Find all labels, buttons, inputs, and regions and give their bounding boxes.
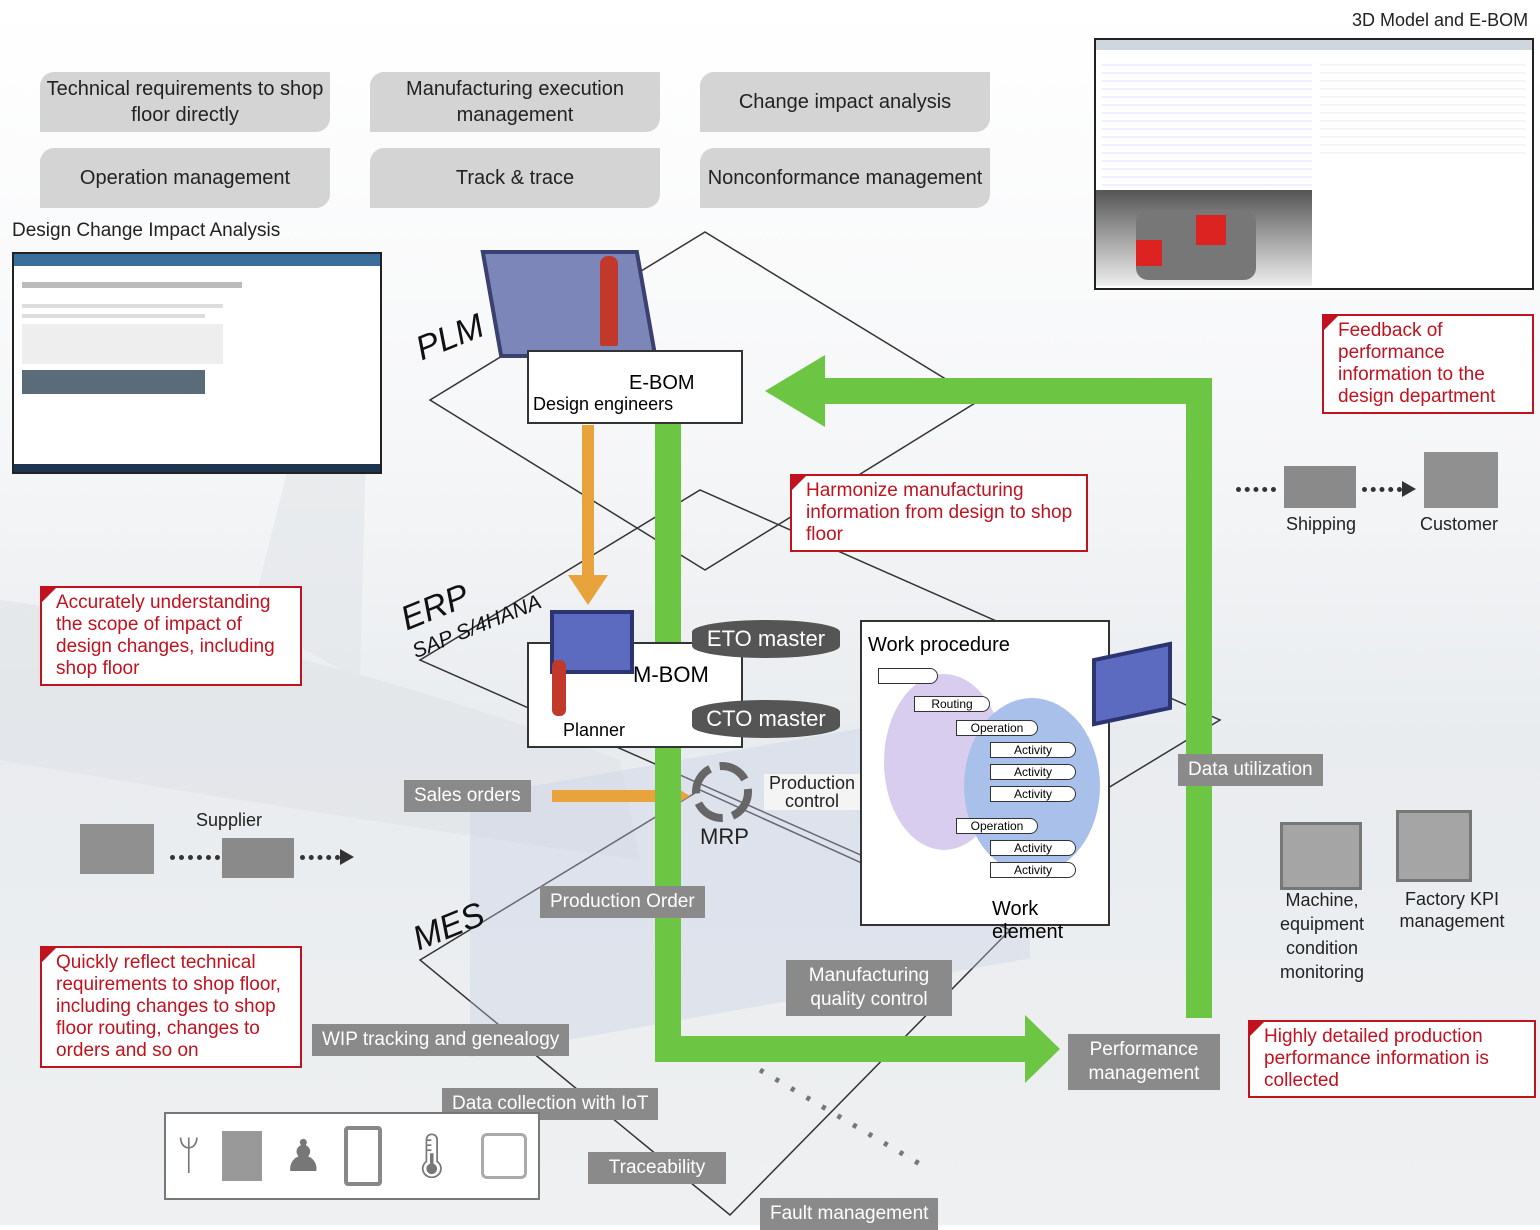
activity-node-1: Activity xyxy=(990,742,1076,758)
production-control-label: Production control xyxy=(764,774,860,810)
cto-master-db: CTO master xyxy=(692,700,840,738)
work-procedure-panel: Work procedure Routing Operation Activit… xyxy=(860,620,1110,943)
sales-orders-tag: Sales orders xyxy=(404,780,531,812)
data-utilization-tag: Data utilization xyxy=(1178,754,1323,786)
mbom-label: M-BOM xyxy=(633,662,709,687)
supplier-truck-icon xyxy=(222,838,294,878)
detailed-note: Highly detailed production performance i… xyxy=(1248,1020,1536,1098)
supplier-arrowhead-icon xyxy=(340,849,354,865)
machine-monitoring-icon xyxy=(1280,822,1362,890)
erp-platform xyxy=(418,489,1222,891)
scope-note: Accurately understanding the scope of im… xyxy=(40,586,302,686)
smartphone-icon xyxy=(344,1126,383,1186)
iot-icons-panel: ᛘ ♟ 🌡 xyxy=(164,1112,540,1200)
rfid-icon xyxy=(481,1133,528,1179)
root-node xyxy=(878,668,938,684)
ebom-screen-title: 3D Model and E-BOM xyxy=(1352,10,1529,30)
engineer-figure-icon xyxy=(600,256,618,346)
ebom-screenshot xyxy=(1094,38,1534,290)
thermometer-icon: 🌡 xyxy=(403,1132,460,1181)
supplier-arrow-dots xyxy=(300,855,340,860)
worker-icon: ♟ xyxy=(283,1131,324,1181)
routing-node: Routing xyxy=(914,696,990,712)
orange-arrow-down xyxy=(568,575,608,605)
supplier-factory-icon xyxy=(80,824,154,874)
kpi-chart-icon xyxy=(1396,810,1472,882)
pill-manufacturing-execution: Manufacturing execution management xyxy=(370,72,660,132)
activity-node-3: Activity xyxy=(990,786,1076,802)
mrp-label: MRP xyxy=(700,824,749,849)
laptop-icon xyxy=(480,250,658,358)
mqc-tag: Manufacturing quality control xyxy=(786,960,952,1016)
shipping-label: Shipping xyxy=(1286,514,1357,534)
performance-management-tag: Performance management xyxy=(1068,1034,1220,1090)
shipping-arrow-dots xyxy=(1362,487,1402,492)
work-element-label: Work element xyxy=(992,898,1064,943)
pill-technical-requirements: Technical requirements to shop floor dir… xyxy=(40,72,330,132)
eto-master-db: ETO master xyxy=(692,620,840,658)
pill-track-trace: Track & trace xyxy=(370,148,660,208)
activity-node-4: Activity xyxy=(990,840,1076,856)
green-arrow-left xyxy=(765,355,825,427)
iot-tag: Data collection with IoT xyxy=(442,1088,659,1120)
harmonize-note: Harmonize manufacturing information from… xyxy=(790,474,1088,552)
shipping-arrowhead-icon xyxy=(1402,481,1416,497)
customer-building-icon xyxy=(1424,452,1498,508)
green-arrow-right xyxy=(1025,1015,1060,1083)
dcia-screenshot xyxy=(12,252,382,474)
work-procedure-title: Work procedure xyxy=(868,634,1010,656)
feedback-note: Feedback of performance information to t… xyxy=(1322,314,1534,414)
mes-platform xyxy=(418,789,1012,1217)
wip-tag: WIP tracking and genealogy xyxy=(312,1024,570,1056)
ebom-label: E-BOM xyxy=(629,372,695,394)
planner-figure-icon xyxy=(552,660,566,716)
mrp-cycle-icon xyxy=(692,762,752,822)
antenna-icon: ᛘ xyxy=(176,1133,201,1178)
activity-node-2: Activity xyxy=(990,764,1076,780)
operation-node-1: Operation xyxy=(956,720,1038,736)
robot-arm-icon xyxy=(222,1131,263,1181)
activity-node-5: Activity xyxy=(990,862,1076,878)
pill-nonconformance: Nonconformance management xyxy=(700,148,990,208)
customer-label: Customer xyxy=(1420,514,1499,534)
shipping-dots xyxy=(1236,487,1276,492)
design-engineers-label: Design engineers xyxy=(533,394,674,414)
kpi-label: Factory KPI management xyxy=(1399,889,1505,931)
machine-label: Machine, equipment condition monitoring xyxy=(1279,890,1365,982)
planner-label: Planner xyxy=(563,720,626,740)
dcia-title: Design Change Impact Analysis xyxy=(12,220,281,241)
supplier-label: Supplier xyxy=(196,810,263,830)
pill-change-impact: Change impact analysis xyxy=(700,72,990,132)
production-order-tag: Production Order xyxy=(540,886,705,918)
supplier-dots xyxy=(170,855,220,860)
operation-node-2: Operation xyxy=(956,818,1038,834)
pill-operation-management: Operation management xyxy=(40,148,330,208)
traceability-tag: Traceability xyxy=(588,1152,726,1184)
quickly-note: Quickly reflect technical requirements t… xyxy=(40,946,302,1068)
shipping-truck-icon xyxy=(1284,466,1356,508)
fault-tag: Fault management xyxy=(760,1198,939,1230)
ebom-box: E-BOM Design engineers xyxy=(527,350,743,424)
